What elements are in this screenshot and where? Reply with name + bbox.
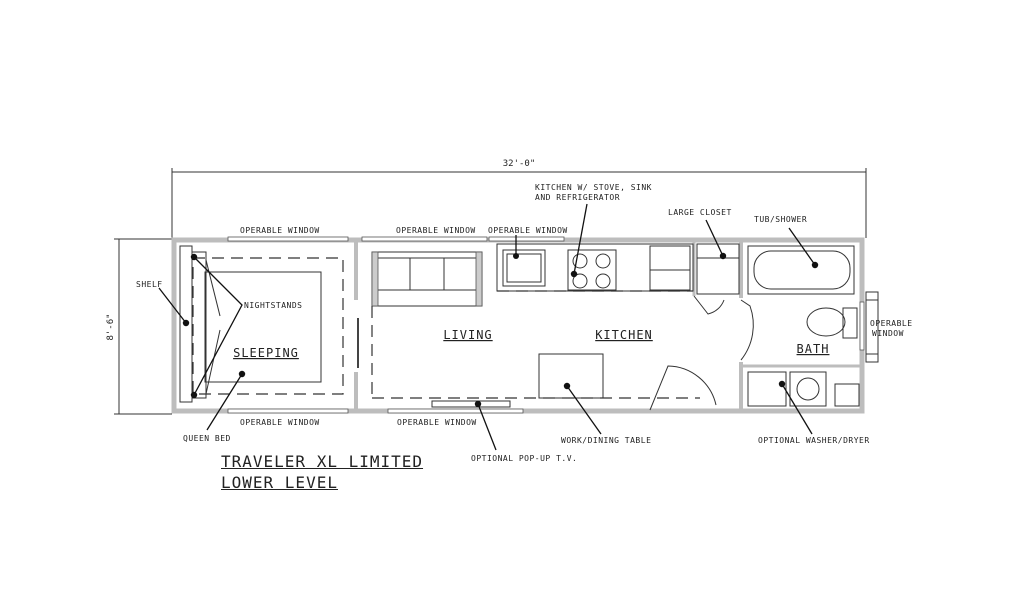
bath-partitions — [692, 242, 860, 410]
label-window-bottom-2: OPERABLE WINDOW — [397, 418, 477, 427]
label-tub-shower: TUB/SHOWER — [754, 215, 807, 224]
width-dimension: 8'-6" — [106, 238, 172, 415]
length-dimension-text: 32'-0" — [503, 159, 536, 169]
label-work-dining-table: WORK/DINING TABLE — [561, 436, 651, 445]
hitch — [865, 291, 879, 363]
label-optional-washer-dryer: OPTIONAL WASHER/DRYER — [758, 436, 870, 445]
sleeping-area — [179, 245, 344, 403]
tv-cabinet — [431, 400, 511, 408]
length-dimension: 32'-0" — [171, 159, 867, 238]
dining-table — [538, 353, 604, 399]
label-optional-tv: OPTIONAL POP-UP T.V. — [471, 454, 577, 463]
label-large-closet: LARGE CLOSET — [668, 208, 732, 217]
windows — [227, 236, 865, 414]
living-kitchen-dashed — [371, 306, 700, 399]
label-kitchen-line1: KITCHEN W/ STOVE, SINK — [535, 183, 652, 192]
room-sleeping: SLEEPING — [233, 346, 299, 360]
exterior-walls — [171, 237, 865, 414]
label-window-top-1: OPERABLE WINDOW — [240, 226, 320, 235]
label-window-top-2: OPERABLE WINDOW — [396, 226, 476, 235]
label-kitchen-line2: AND REFRIGERATOR — [535, 193, 620, 202]
label-operable-line1: OPERABLE — [870, 319, 913, 328]
label-nightstands: NIGHTSTANDS — [244, 301, 302, 310]
label-shelf: SHELF — [136, 280, 163, 289]
label-window-top-3: OPERABLE WINDOW — [488, 226, 568, 235]
room-bath: BATH — [797, 342, 830, 356]
doors — [649, 295, 754, 411]
leader-lines — [158, 203, 819, 451]
room-living: LIVING — [443, 328, 492, 342]
closet — [696, 243, 740, 295]
label-window-bottom-1: OPERABLE WINDOW — [240, 418, 320, 427]
sofa — [371, 251, 483, 307]
kitchen-counter — [496, 243, 694, 292]
width-dimension-text: 8'-6" — [106, 313, 116, 340]
bath-fixtures — [747, 245, 860, 407]
plan-title: TRAVELER XL LIMITED — [221, 452, 424, 471]
label-queen-bed: QUEEN BED — [183, 434, 231, 443]
bedroom-partition — [354, 242, 359, 410]
plan-subtitle: LOWER LEVEL — [221, 473, 338, 492]
room-kitchen: KITCHEN — [595, 328, 653, 342]
label-operable-line2: WINDOW — [872, 329, 904, 338]
